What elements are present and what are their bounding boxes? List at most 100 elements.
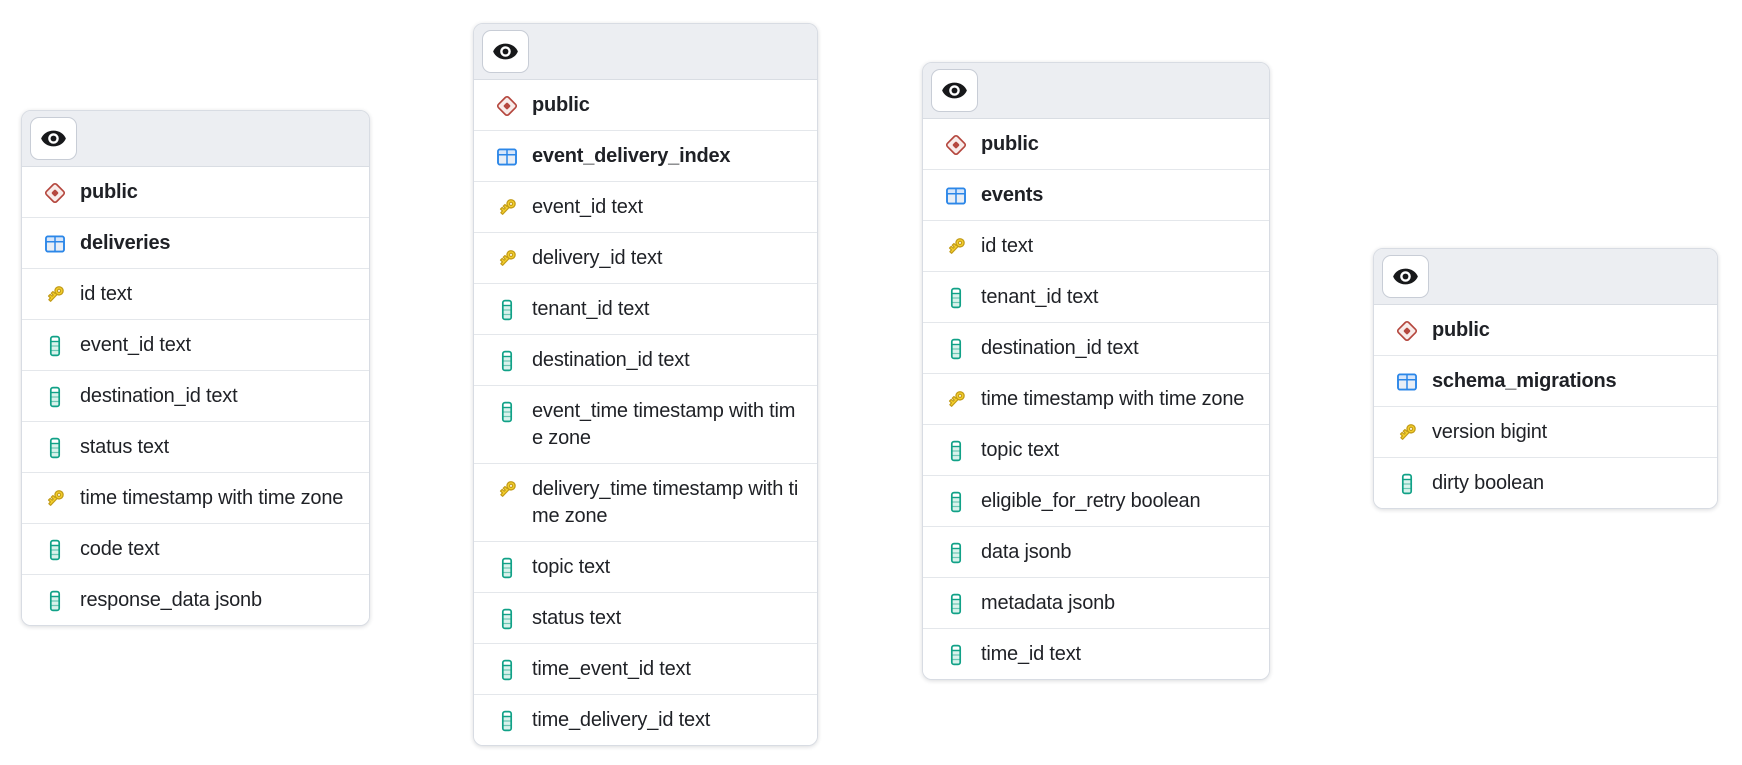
column-row: id text xyxy=(22,269,369,320)
column-row: event_id text xyxy=(474,182,817,233)
column-label: event_id text xyxy=(532,196,643,218)
table-name: deliveries xyxy=(80,232,171,254)
table-name-row: event_delivery_index xyxy=(474,131,817,182)
primary-key-icon xyxy=(43,485,67,512)
schema-icon xyxy=(944,131,968,158)
column-label: code text xyxy=(80,538,160,560)
schema-icon xyxy=(495,92,519,119)
column-row: time timestamp with time zone xyxy=(22,473,369,524)
column-row: response_data jsonb xyxy=(22,575,369,625)
column-label: delivery_time timestamp with time zone xyxy=(532,478,799,527)
table-name: events xyxy=(981,184,1044,206)
column-row: delivery_time timestamp with time zone xyxy=(474,464,817,542)
column-row: status text xyxy=(474,593,817,644)
column-icon xyxy=(43,332,67,359)
table-node-event_delivery_index[interactable]: public event_delivery_index event_id tex… xyxy=(473,23,818,746)
column-row: delivery_id text xyxy=(474,233,817,284)
column-icon xyxy=(1395,470,1419,497)
primary-key-icon xyxy=(495,245,519,272)
column-label: status text xyxy=(80,436,169,458)
eye-icon xyxy=(40,125,67,152)
column-label: tenant_id text xyxy=(532,298,650,320)
column-row: time_delivery_id text xyxy=(474,695,817,745)
column-icon xyxy=(944,284,968,311)
primary-key-icon xyxy=(944,386,968,413)
table-icon xyxy=(944,182,968,209)
column-row: eligible_for_retry boolean xyxy=(923,476,1269,527)
column-row: destination_id text xyxy=(474,335,817,386)
column-row: destination_id text xyxy=(923,323,1269,374)
table-node-deliveries[interactable]: public deliveries id text event_id text de… xyxy=(21,110,370,626)
column-row: dirty boolean xyxy=(1374,458,1717,508)
schema-name: public xyxy=(80,181,138,203)
table-name-row: events xyxy=(923,170,1269,221)
column-label: eligible_for_retry boolean xyxy=(981,490,1201,512)
visibility-toggle-button[interactable] xyxy=(931,69,978,112)
column-label: status text xyxy=(532,607,621,629)
column-icon xyxy=(944,437,968,464)
column-icon xyxy=(43,587,67,614)
column-icon xyxy=(944,488,968,515)
primary-key-icon xyxy=(944,233,968,260)
visibility-toggle-button[interactable] xyxy=(482,30,529,73)
column-icon xyxy=(495,398,519,425)
column-label: version bigint xyxy=(1432,421,1548,443)
column-label: metadata jsonb xyxy=(981,592,1115,614)
column-label: time timestamp with time zone xyxy=(80,487,344,509)
table-node-schema_migrations[interactable]: public schema_migrations version bigint d… xyxy=(1373,248,1718,509)
column-icon xyxy=(944,590,968,617)
column-label: destination_id text xyxy=(981,337,1139,359)
column-row: data jsonb xyxy=(923,527,1269,578)
column-label: time timestamp with time zone xyxy=(981,388,1245,410)
table-icon xyxy=(495,143,519,170)
column-label: event_id text xyxy=(80,334,191,356)
column-icon xyxy=(944,335,968,362)
column-row: id text xyxy=(923,221,1269,272)
column-icon xyxy=(495,296,519,323)
column-row: event_time timestamp with time zone xyxy=(474,386,817,464)
eye-icon xyxy=(492,38,519,65)
card-header xyxy=(474,24,817,80)
column-row: topic text xyxy=(923,425,1269,476)
column-label: time_id text xyxy=(981,643,1081,665)
column-label: time_event_id text xyxy=(532,658,691,680)
column-label: topic text xyxy=(532,556,611,578)
schema-row: public xyxy=(1374,305,1717,356)
column-label: data jsonb xyxy=(981,541,1072,563)
table-icon xyxy=(1395,368,1419,395)
column-label: dirty boolean xyxy=(1432,472,1544,494)
primary-key-icon xyxy=(495,194,519,221)
table-icon xyxy=(43,230,67,257)
eye-icon xyxy=(1392,263,1419,290)
column-label: time_delivery_id text xyxy=(532,709,711,731)
column-row: tenant_id text xyxy=(474,284,817,335)
column-row: time_event_id text xyxy=(474,644,817,695)
column-icon xyxy=(495,656,519,683)
schema-icon xyxy=(1395,317,1419,344)
column-row: event_id text xyxy=(22,320,369,371)
column-row: status text xyxy=(22,422,369,473)
column-label: response_data jsonb xyxy=(80,589,262,611)
column-row: code text xyxy=(22,524,369,575)
column-icon xyxy=(495,347,519,374)
column-label: destination_id text xyxy=(80,385,238,407)
visibility-toggle-button[interactable] xyxy=(1382,255,1429,298)
schema-row: public xyxy=(474,80,817,131)
column-row: time timestamp with time zone xyxy=(923,374,1269,425)
column-icon xyxy=(495,605,519,632)
column-row: time_id text xyxy=(923,629,1269,679)
column-label: id text xyxy=(981,235,1033,257)
table-name-row: schema_migrations xyxy=(1374,356,1717,407)
schema-name: public xyxy=(981,133,1039,155)
column-icon xyxy=(495,554,519,581)
column-icon xyxy=(944,539,968,566)
column-label: destination_id text xyxy=(532,349,690,371)
table-name: event_delivery_index xyxy=(532,145,731,167)
schema-row: public xyxy=(923,119,1269,170)
column-icon xyxy=(944,641,968,668)
table-name-row: deliveries xyxy=(22,218,369,269)
visibility-toggle-button[interactable] xyxy=(30,117,77,160)
column-row: destination_id text xyxy=(22,371,369,422)
